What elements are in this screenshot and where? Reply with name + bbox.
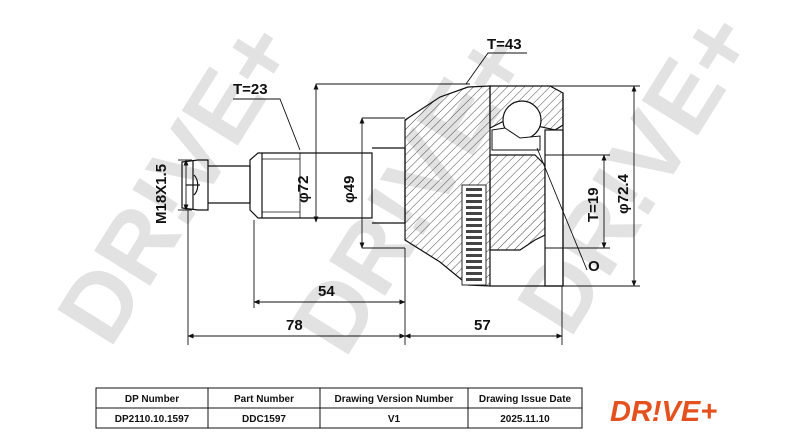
thread-end: [181, 159, 209, 211]
abs-tooth: [466, 278, 482, 281]
abs-tooth: [466, 194, 482, 197]
abs-tooth: [466, 188, 482, 191]
abs-tooth: [466, 236, 482, 239]
info-table: [95, 387, 583, 429]
abs-tooth: [466, 224, 482, 227]
abs-tooth: [466, 230, 482, 233]
stem-dia-label: φ49: [341, 176, 358, 203]
header-version: Drawing Version Number: [335, 394, 454, 405]
abs-tooth: [466, 242, 482, 245]
abs-tooth: [466, 206, 482, 209]
header-part-number: Part Number: [234, 394, 294, 405]
housing-teeth-label: T=43: [487, 36, 522, 53]
abs-tooth: [466, 248, 482, 251]
header-dp-number: DP Number: [125, 394, 179, 405]
watermark-left: DR!VE+: [37, 4, 316, 362]
inner-teeth-label: T=19: [585, 187, 602, 222]
brand-logo: DR!VE+: [610, 396, 717, 428]
abs-tooth: [466, 212, 482, 215]
value-part-number: DDC1597: [242, 414, 286, 425]
header-issue-date: Drawing Issue Date: [479, 394, 572, 405]
thread-label: M18X1.5: [153, 164, 170, 224]
abs-tooth: [466, 218, 482, 221]
abs-tooth: [466, 272, 482, 275]
spline-teeth-label: T=23: [233, 81, 268, 98]
dimension-lines: [178, 52, 640, 345]
shaft-dia-label: φ72: [295, 176, 312, 203]
abs-tooth: [466, 254, 482, 257]
length-57-label: 57: [474, 317, 491, 334]
value-dp-number: DP2110.10.1597: [115, 414, 190, 425]
table-values: DP2110.10.1597 DDC1597 V1 2025.11.10: [115, 414, 550, 425]
dimension-labels: M18X1.5 T=23 T=43 φ72 φ49 φ72.4 T=19 O 5…: [153, 36, 632, 334]
outer-dia-label: φ72.4: [615, 173, 632, 214]
o-ring-label: O: [588, 258, 600, 275]
abs-tooth: [466, 200, 482, 203]
value-issue-date: 2025.11.10: [500, 414, 550, 425]
length-54-label: 54: [318, 283, 335, 300]
length-78-label: 78: [286, 317, 303, 334]
abs-tooth: [466, 266, 482, 269]
joint-outline: [181, 147, 406, 224]
abs-tooth: [466, 260, 482, 263]
table-headers: DP Number Part Number Drawing Version Nu…: [125, 394, 572, 405]
abs-ring: [461, 184, 487, 286]
value-version: V1: [388, 414, 401, 425]
spline-shaft: [249, 152, 373, 219]
